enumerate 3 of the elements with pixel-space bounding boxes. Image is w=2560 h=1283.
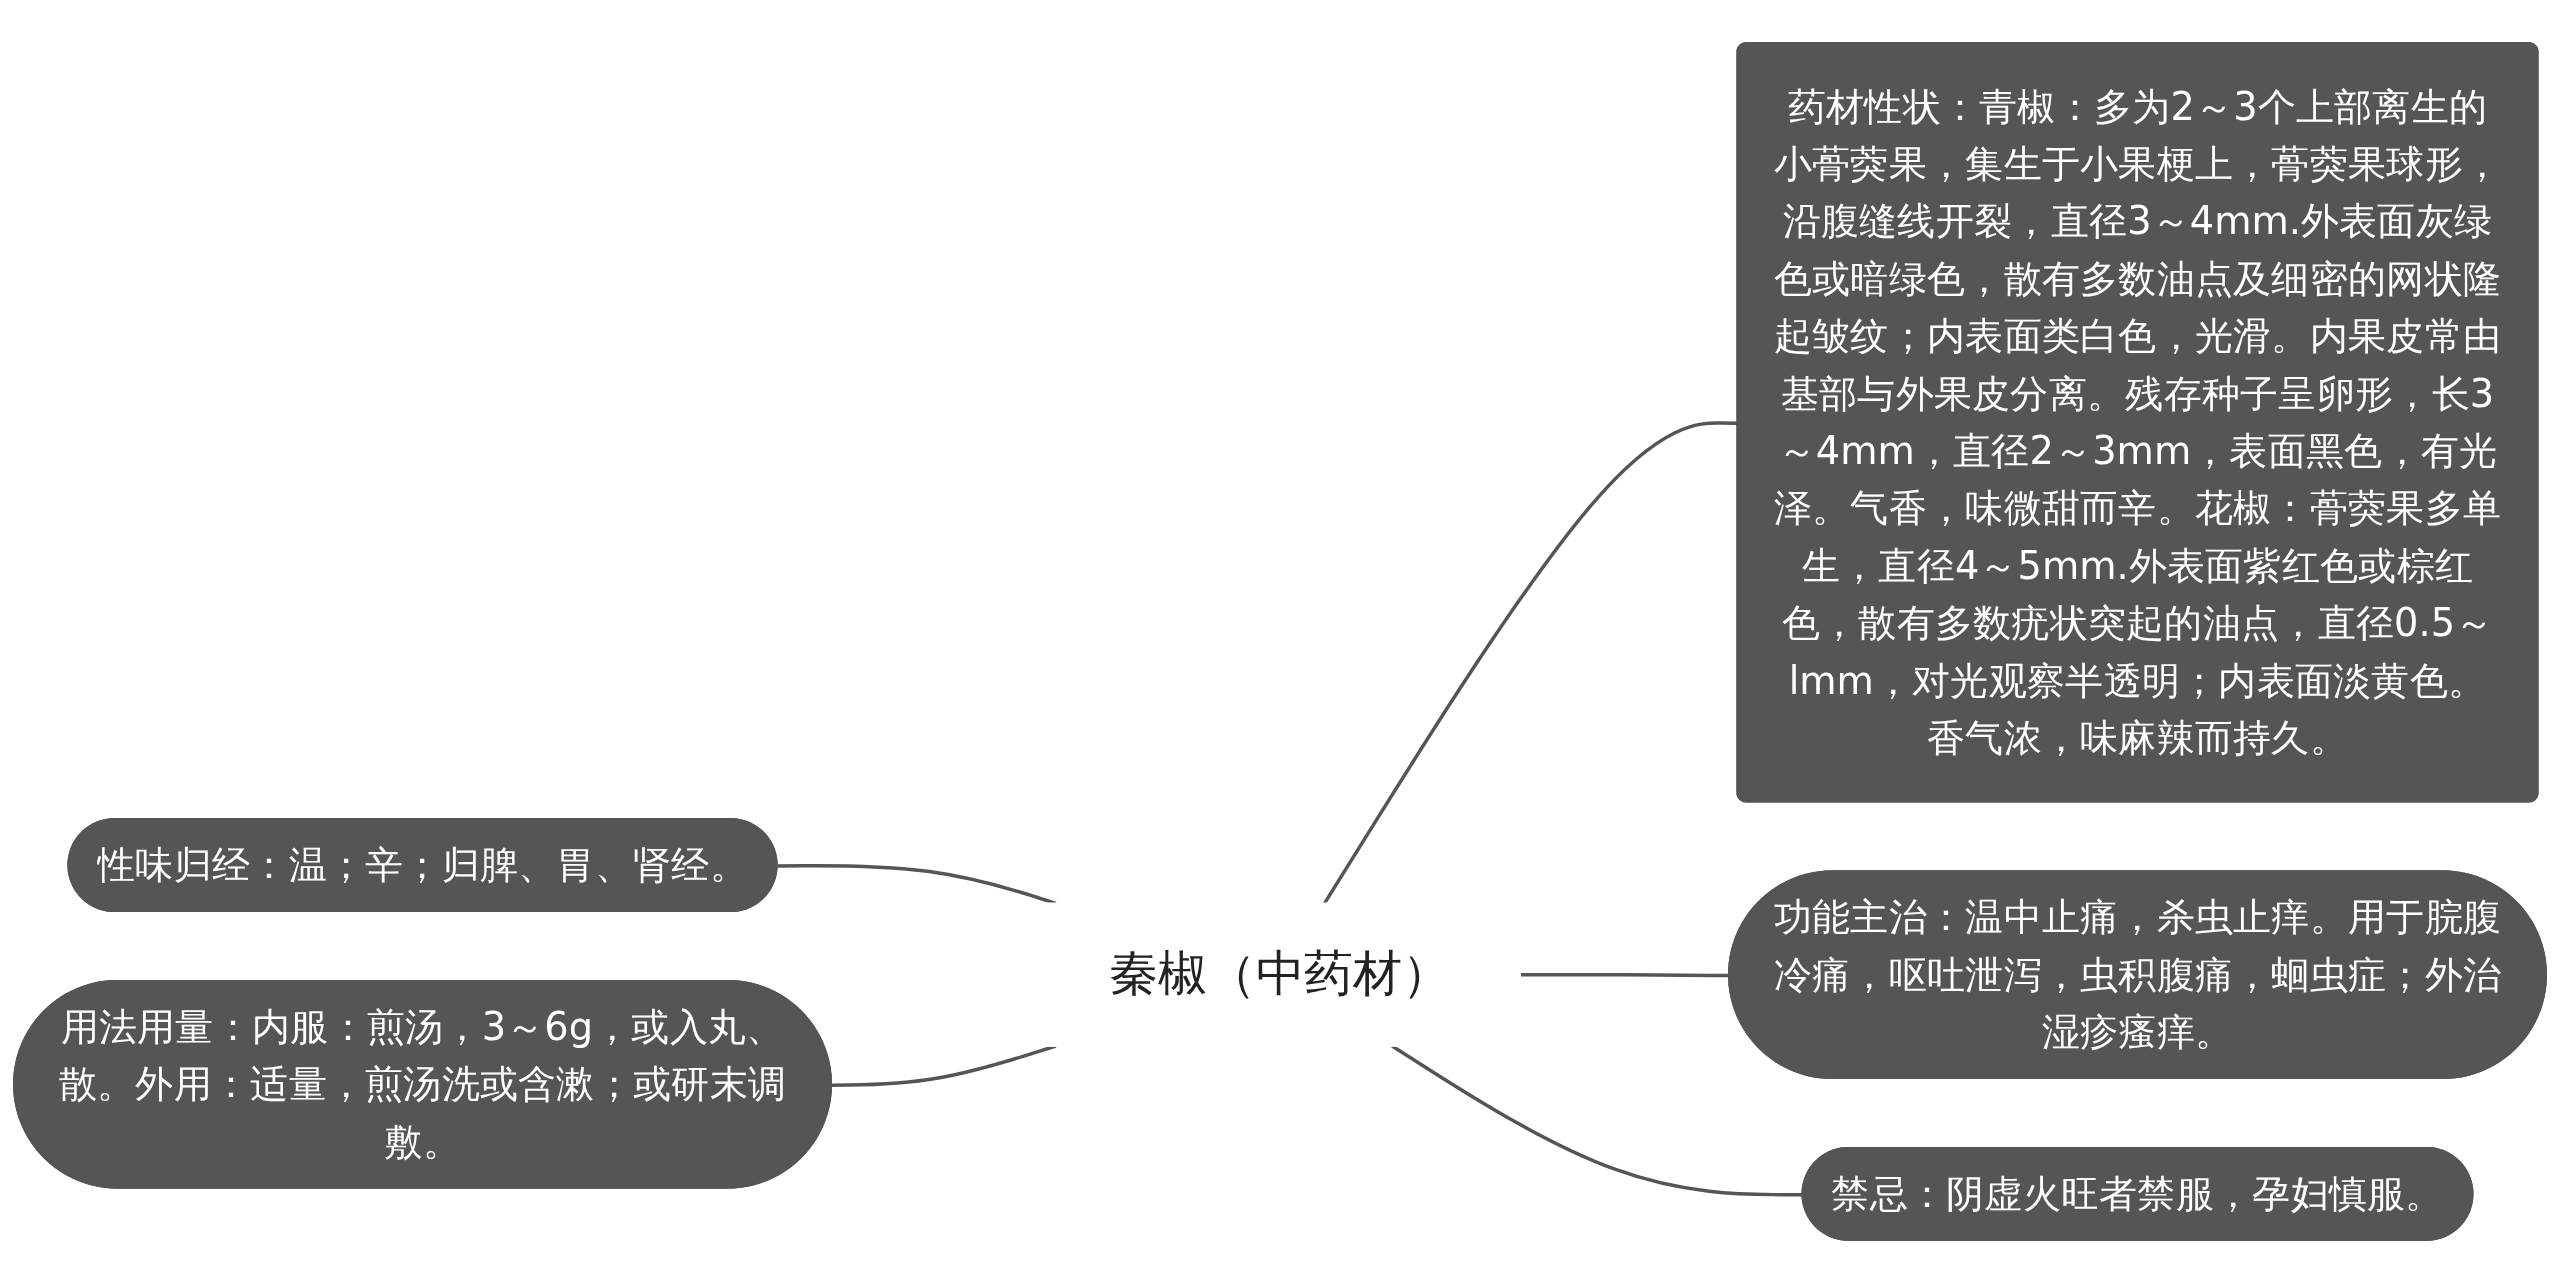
connector	[777, 864, 1057, 905]
connector	[1520, 972, 1730, 978]
node-text: 秦椒（中药材）	[1109, 945, 1451, 1003]
